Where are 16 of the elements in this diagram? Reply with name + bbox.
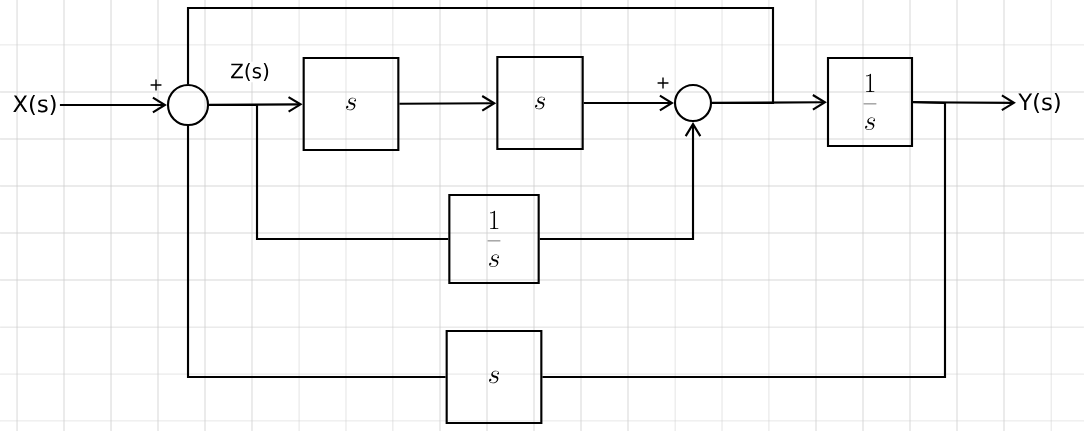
arrow <box>583 94 674 112</box>
summing-junction <box>166 83 210 127</box>
arrow <box>539 122 702 241</box>
arrow <box>59 96 167 114</box>
sign-label: + <box>657 77 669 89</box>
signal-label: X(s) <box>13 94 56 116</box>
transfer-function-box: $s$ <box>445 329 543 425</box>
transfer-function-box: $s$ <box>302 56 400 152</box>
transfer-function-box: $s$ <box>496 55 584 151</box>
transfer-function-box: $\frac{1}{s}$ <box>826 56 914 148</box>
summing-junction <box>673 83 713 123</box>
sign-label: + <box>150 79 162 91</box>
transfer-function-box: $\frac{1}{s}$ <box>448 193 540 285</box>
arrow <box>399 95 497 112</box>
signal-label: Y(s) <box>1018 92 1060 114</box>
edge-label: Z(s) <box>228 61 272 83</box>
